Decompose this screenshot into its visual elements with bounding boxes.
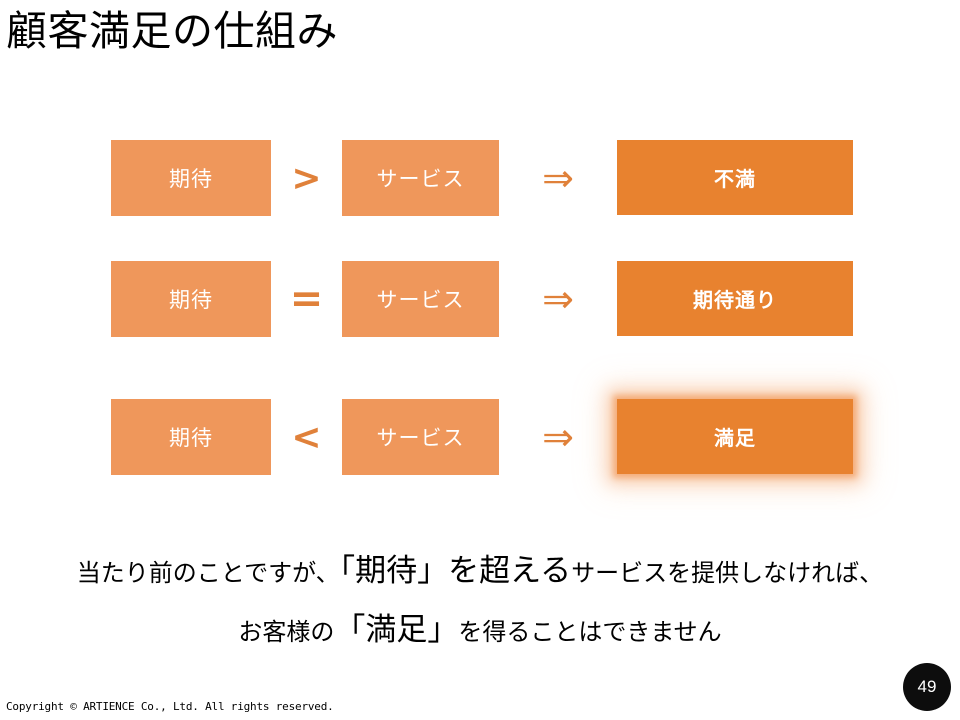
service-label: サービス: [376, 168, 465, 191]
outcome-box-row-3-highlighted: 満足: [617, 399, 853, 474]
caption-line-1-emphasis: 「期待」を超える: [339, 553, 572, 588]
expectation-box-row-2: 期待: [111, 261, 271, 337]
comparison-operator-row-1: >: [291, 157, 322, 199]
caption-line-2: お客様の「満足」を得ることはできません: [0, 602, 960, 661]
caption-line-1-part-1: 当たり前のことですが、: [76, 560, 340, 587]
caption-line-2-emphasis: 「満足」: [334, 612, 459, 647]
copyright-notice: Copyright © ARTIENCE Co., Ltd. All right…: [6, 700, 334, 713]
double-right-arrow-icon: ⇒: [542, 277, 574, 321]
outcome-label: 期待通り: [693, 290, 777, 312]
service-label: サービス: [376, 427, 465, 450]
outcome-label: 満足: [714, 428, 756, 450]
caption-block: 当たり前のことですが、「期待」を超えるサービスを提供しなければ、 お客様の「満足…: [0, 543, 960, 661]
page-title: 顧客満足の仕組み: [6, 8, 338, 54]
service-box-row-1: サービス: [342, 140, 499, 216]
service-box-row-3: サービス: [342, 399, 499, 475]
outcome-box-row-1: 不満: [617, 140, 853, 215]
comparison-operator-row-3: <: [291, 416, 322, 458]
service-label: サービス: [376, 289, 465, 312]
expectation-label: 期待: [169, 289, 213, 312]
expectation-label: 期待: [169, 168, 213, 191]
expectation-box-row-3: 期待: [111, 399, 271, 475]
page-number-label: 49: [917, 677, 937, 696]
double-right-arrow-icon: ⇒: [542, 156, 574, 200]
expectation-box-row-1: 期待: [111, 140, 271, 216]
diagram-row-1: 期待 > サービス ⇒ 不満: [0, 140, 960, 220]
comparison-operator-row-2: =: [289, 276, 324, 322]
expectation-label: 期待: [169, 427, 213, 450]
caption-line-2-part-1: お客様の: [238, 619, 335, 646]
diagram-row-3: 期待 < サービス ⇒ 満足: [0, 399, 960, 479]
diagram-row-2: 期待 = サービス ⇒ 期待通り: [0, 261, 960, 341]
page-number-badge: 49: [903, 663, 951, 711]
caption-line-1: 当たり前のことですが、「期待」を超えるサービスを提供しなければ、: [0, 543, 960, 602]
double-right-arrow-icon: ⇒: [542, 415, 574, 459]
outcome-box-row-2: 期待通り: [617, 261, 853, 336]
caption-line-1-part-2: サービスを提供しなければ、: [571, 560, 884, 587]
caption-line-2-part-2: を得ることはできません: [458, 619, 722, 646]
service-box-row-2: サービス: [342, 261, 499, 337]
outcome-label: 不満: [714, 169, 756, 191]
